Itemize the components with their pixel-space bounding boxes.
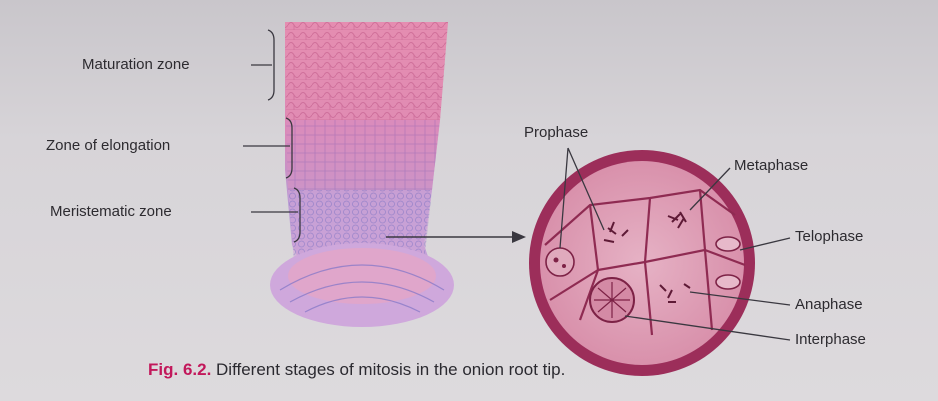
label-metaphase: Metaphase (734, 157, 808, 174)
root-cell-texture-upper (285, 22, 448, 120)
root-cell-texture-middle (286, 120, 440, 190)
root-cap-inner (288, 248, 436, 304)
root-illustration (270, 22, 454, 327)
label-meristematic-zone: Meristematic zone (50, 203, 172, 220)
figure-caption: Fig. 6.2. Different stages of mitosis in… (148, 360, 565, 380)
prophase-nucleus-left (546, 248, 574, 276)
telophase-nucleus-bottom (716, 275, 740, 289)
label-anaphase: Anaphase (795, 296, 863, 313)
label-telophase: Telophase (795, 228, 863, 245)
telophase-nucleus-top (716, 237, 740, 251)
magnify-arrow-head (512, 231, 526, 243)
mitosis-cell-view (529, 150, 755, 376)
label-prophase: Prophase (524, 124, 588, 141)
label-zone-of-elongation: Zone of elongation (46, 137, 170, 154)
figure-caption-text: Different stages of mitosis in the onion… (216, 360, 565, 379)
label-maturation-zone: Maturation zone (82, 56, 190, 73)
label-interphase: Interphase (795, 331, 866, 348)
figure-number: Fig. 6.2. (148, 360, 211, 379)
